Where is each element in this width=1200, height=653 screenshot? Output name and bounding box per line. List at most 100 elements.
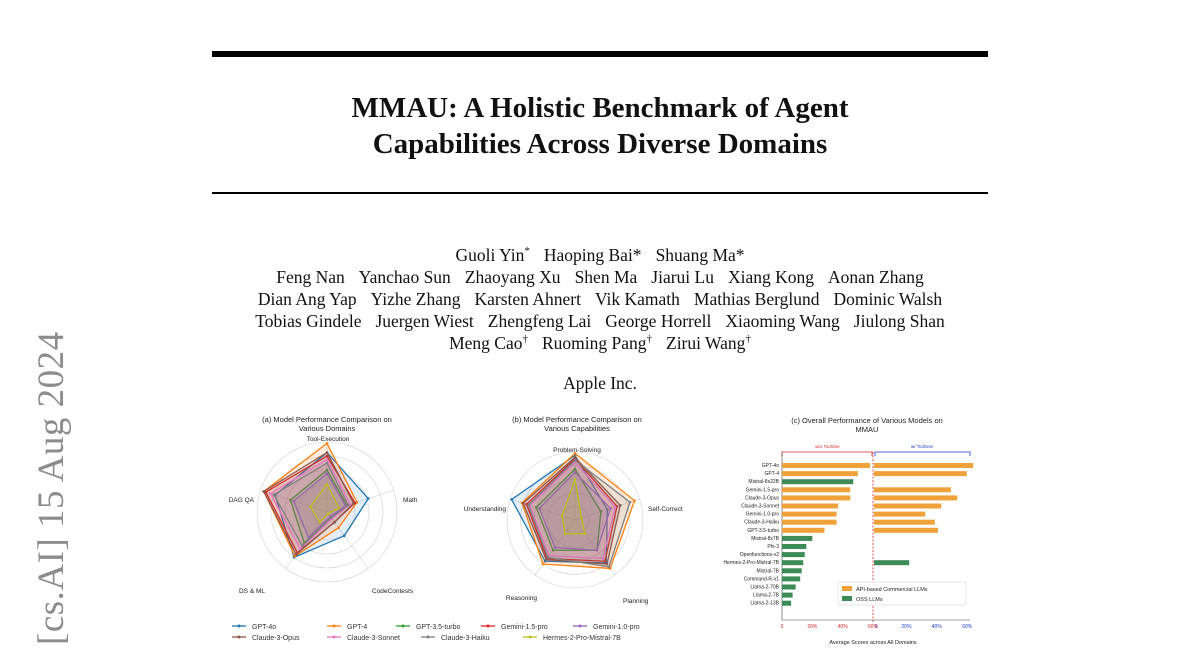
chart-title-line: MMAU	[856, 425, 879, 434]
bar-right	[874, 471, 967, 477]
author-name-text: Dian Ang Yap	[257, 289, 357, 309]
author-name: Zhengfeng Lai	[488, 310, 592, 332]
legend-marker	[237, 624, 241, 628]
author-name: Shuang Ma*	[656, 244, 745, 266]
bar-legend-box	[837, 581, 967, 606]
radar-point	[551, 548, 555, 552]
legend-marker	[332, 624, 336, 628]
bar-left	[782, 471, 858, 477]
author-name-text: Karsten Ahnert	[474, 289, 581, 309]
author-name-text: Guoli Yin	[455, 245, 525, 265]
radar-point	[606, 508, 609, 511]
radar-point	[573, 471, 577, 474]
legend-marker	[426, 635, 430, 639]
bar-left	[782, 511, 837, 517]
radar-series-hermes-2-pro-mistral-7b	[561, 478, 586, 535]
radar-point	[527, 503, 530, 507]
author-name: Yizhe Zhang	[371, 288, 461, 310]
radar-axis-label: DS & ML	[239, 588, 265, 595]
author-name: Aonan Zhang	[828, 266, 924, 288]
legend-marker	[237, 635, 241, 639]
radar-axis-label: CodeContests	[372, 588, 414, 595]
x-tick-label-right: 20%	[901, 624, 912, 630]
bar-left	[782, 560, 804, 566]
author-mark: *	[524, 245, 530, 258]
radar-series-claude-3-haiku	[272, 462, 350, 548]
radar-point	[326, 512, 330, 515]
x-tick-label-right: 0	[875, 624, 878, 630]
author-name-text: Mathias Berglund	[693, 289, 820, 309]
radar-point	[583, 532, 587, 536]
bar-category-label: Gemini-1.0-pro	[746, 512, 780, 518]
author-name: Yanchao Sun	[359, 266, 451, 288]
radar-axis-label: DAG QA	[229, 497, 255, 504]
bar-left	[782, 535, 813, 541]
bar-category-label: Mistral-7B	[756, 568, 779, 574]
radar-point	[349, 503, 352, 506]
radar-point	[325, 442, 329, 445]
author-name: Guoli Yin*	[455, 244, 529, 266]
radar-point	[262, 490, 266, 493]
radar-series-hermes-2-pro-mistral-7b	[309, 482, 340, 524]
panel-label-right: w/ ToolUse	[911, 444, 933, 449]
legend-marker	[528, 635, 532, 639]
author-name: Jiulong Shan	[854, 310, 945, 332]
author-name-text: Dominic Walsh	[833, 289, 943, 309]
bar-left	[782, 552, 805, 558]
bar-right	[874, 463, 974, 468]
radar-point	[534, 506, 538, 509]
bar-category-label: GPT-4	[765, 471, 780, 477]
radar-point	[633, 499, 636, 502]
bar-left	[782, 527, 825, 533]
x-tick-label-right: 60%	[962, 624, 973, 630]
x-axis-title: Average Scores across All Domains	[829, 640, 917, 646]
bar-category-label: Phi-3	[767, 544, 779, 550]
chart-title-line: (c) Overall Performance of Various Model…	[791, 416, 943, 425]
radar-point	[544, 558, 548, 561]
legend-label-api: API-based Commercial LLMs	[856, 587, 928, 593]
bar-left	[782, 576, 801, 582]
radar-point	[560, 514, 564, 518]
radar-point	[618, 503, 622, 507]
bar-right	[874, 495, 958, 501]
author-name-text: Zhengfeng Lai	[487, 311, 592, 331]
radar-point	[325, 461, 329, 465]
chart-title-line: Various Domains	[299, 424, 356, 433]
affiliation: Apple Inc.	[563, 373, 637, 393]
radar-point	[318, 520, 321, 524]
radar-point	[298, 547, 302, 551]
bar-category-label: Openfunctions-v2	[740, 552, 779, 558]
author-name: Juergen Wiest	[375, 310, 473, 332]
radar-point	[628, 500, 632, 504]
title-line-1: MMAU: A Holistic Benchmark of Agent	[351, 92, 849, 124]
radar-series-claude-3-sonnet	[269, 458, 352, 550]
radar-point	[355, 500, 359, 504]
bar-category-label: Claude-3-Opus	[745, 495, 779, 501]
bar-left	[782, 503, 839, 509]
radar-point	[294, 553, 298, 556]
author-name: Ruoming Pang†	[542, 332, 652, 354]
radar-point	[301, 544, 304, 548]
radar-axis-label: Tool-Execution	[307, 436, 350, 443]
panel-bracket-left	[781, 451, 873, 456]
legend-label: GPT-3.5-turbo	[416, 624, 460, 631]
author-name-text: Shen Ma	[574, 267, 638, 287]
radar-point	[538, 507, 541, 510]
author-name: Mathias Berglund	[694, 288, 820, 310]
author-name-text: George Horrell	[605, 311, 712, 331]
radar-point	[325, 468, 329, 472]
bar-left	[782, 592, 793, 598]
legend-label: Claude-3-Haiku	[441, 635, 490, 642]
legend-label: GPT-4	[347, 624, 367, 631]
radar-point	[325, 458, 329, 461]
author-name: Dominic Walsh	[834, 288, 943, 310]
radar-point	[325, 472, 329, 475]
radar-point	[603, 559, 607, 563]
radar-point	[333, 520, 336, 524]
radar-point	[599, 510, 603, 513]
author-name-text: Yanchao Sun	[358, 267, 451, 287]
author-name-text: Xiaoming Wang	[725, 311, 840, 331]
panel-bracket-right	[874, 451, 971, 456]
